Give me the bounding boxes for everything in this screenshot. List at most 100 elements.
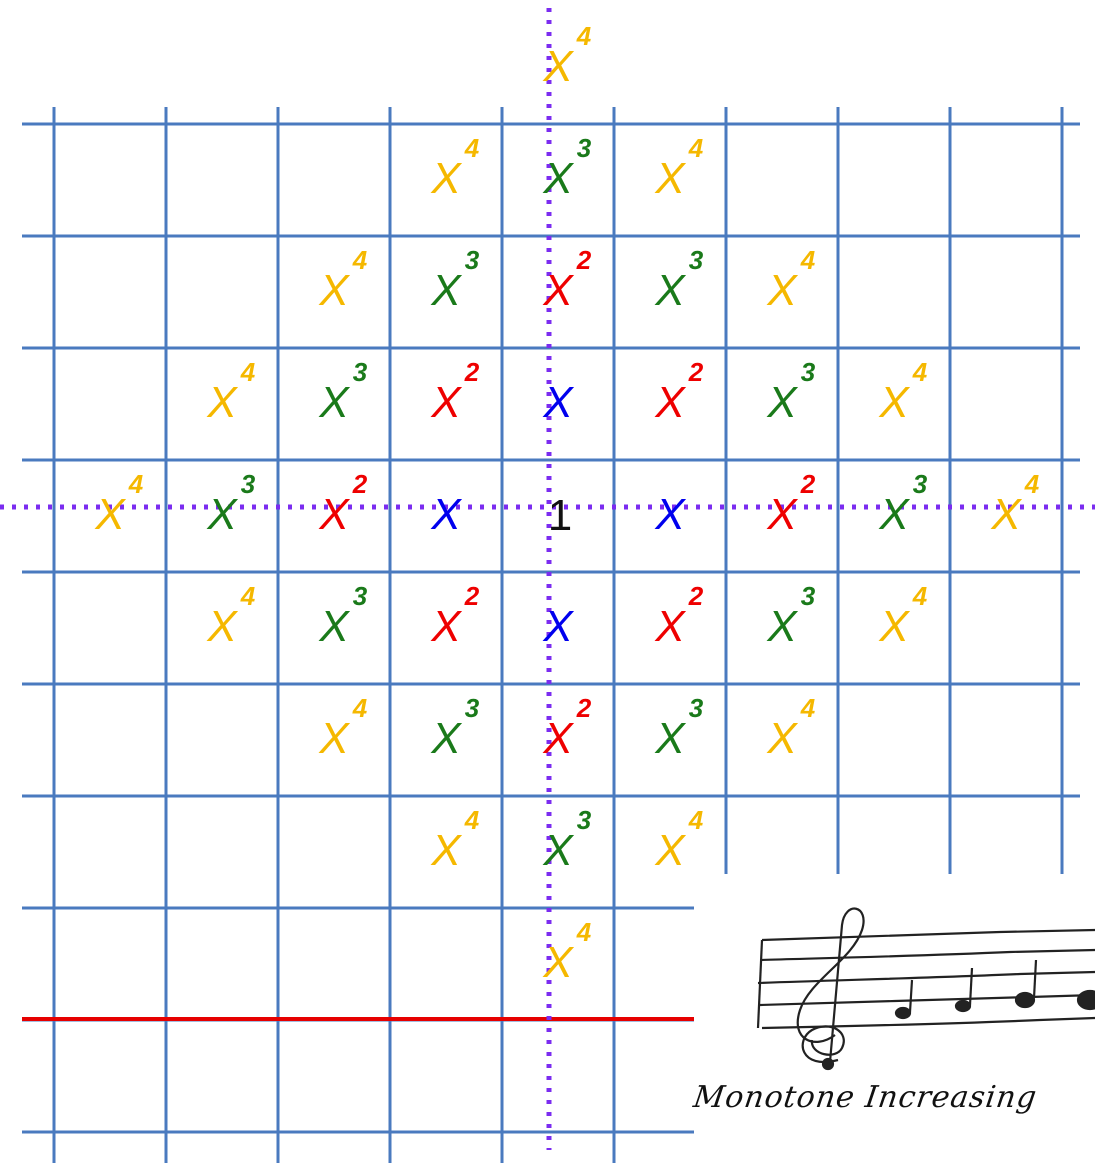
term-variable: X: [542, 938, 574, 987]
term-exponent: 4: [240, 581, 256, 611]
monomial-term: X: [542, 602, 574, 651]
monomial-term: X4: [990, 469, 1039, 539]
term-variable: X: [766, 266, 798, 315]
term-variable: X: [430, 490, 462, 539]
term-variable: X: [318, 602, 350, 651]
monomial-term: X3: [318, 357, 367, 427]
term-variable: X: [654, 490, 686, 539]
term-exponent: 4: [352, 693, 368, 723]
term-variable: X: [542, 154, 574, 203]
term-exponent: 2: [464, 357, 480, 387]
term-exponent: 3: [353, 357, 368, 387]
monomial-term: X4: [318, 693, 367, 763]
monomial-term: X3: [318, 581, 367, 651]
term-variable: X: [654, 266, 686, 315]
monomial-term: X3: [654, 693, 703, 763]
term-variable: X: [990, 490, 1022, 539]
monomial-term: X4: [766, 245, 815, 315]
monomial-term: X4: [206, 357, 255, 427]
term-variable: X: [542, 714, 574, 763]
term-variable: X: [430, 714, 462, 763]
term-variable: X: [654, 378, 686, 427]
monomial-term: X: [430, 490, 462, 539]
term-exponent: 4: [688, 805, 704, 835]
term-exponent: 3: [353, 581, 368, 611]
monomial-term: X4: [206, 581, 255, 651]
term-variable: X: [766, 602, 798, 651]
monomial-term: X4: [766, 693, 815, 763]
monomial-term: X2: [542, 693, 591, 763]
monomial-term: X2: [654, 581, 703, 651]
term-exponent: 4: [912, 581, 928, 611]
term-variable: X: [878, 602, 910, 651]
logo-caption: Monotone Increasing: [690, 1080, 1039, 1115]
monomial-term: X: [542, 378, 574, 427]
term-exponent: 2: [352, 469, 368, 499]
monomial-term: X2: [318, 469, 367, 539]
term-variable: X: [430, 378, 462, 427]
term-exponent: 3: [577, 133, 592, 163]
term-variable: X: [654, 602, 686, 651]
monomial-term: X4: [430, 805, 479, 875]
term-exponent: 3: [801, 581, 816, 611]
term-exponent: 4: [240, 357, 256, 387]
term-exponent: 4: [576, 21, 592, 51]
term-exponent: 2: [576, 693, 592, 723]
term-exponent: 4: [1024, 469, 1040, 499]
monomial-term: X3: [766, 581, 815, 651]
term-exponent: 3: [577, 805, 592, 835]
term-variable: X: [206, 602, 238, 651]
term-variable: X: [430, 266, 462, 315]
monomial-term: X2: [766, 469, 815, 539]
term-variable: X: [654, 154, 686, 203]
term-variable: X: [878, 378, 910, 427]
term-exponent: 4: [352, 245, 368, 275]
monomial-term: X3: [430, 693, 479, 763]
term-exponent: 4: [464, 805, 480, 835]
monomial-term: X3: [206, 469, 255, 539]
term-exponent: 4: [128, 469, 144, 499]
term-exponent: 2: [800, 469, 816, 499]
term-variable: X: [430, 154, 462, 203]
term-variable: X: [542, 378, 574, 427]
term-exponent: 3: [689, 693, 704, 723]
term-variable: X: [766, 714, 798, 763]
term-variable: X: [430, 826, 462, 875]
term-exponent: 3: [465, 245, 480, 275]
term-variable: X: [318, 266, 350, 315]
term-exponent: 4: [688, 133, 704, 163]
term-variable: X: [878, 490, 910, 539]
term-variable: X: [654, 714, 686, 763]
term-variable: X: [206, 378, 238, 427]
term-variable: X: [94, 490, 126, 539]
monomial-term: X2: [542, 245, 591, 315]
monomial-term: X3: [878, 469, 927, 539]
monomial-term: X4: [654, 133, 703, 203]
center-one-label: 1: [548, 491, 572, 540]
term-exponent: 4: [464, 133, 480, 163]
term-exponent: 4: [800, 245, 816, 275]
term-exponent: 3: [689, 245, 704, 275]
monomial-term: X4: [94, 469, 143, 539]
term-variable: X: [206, 490, 238, 539]
term-exponent: 2: [688, 581, 704, 611]
monomial-term: X2: [654, 357, 703, 427]
term-exponent: 3: [465, 693, 480, 723]
term-exponent: 2: [688, 357, 704, 387]
monomial-term: X3: [766, 357, 815, 427]
term-variable: X: [318, 714, 350, 763]
term-variable: X: [542, 826, 574, 875]
term-exponent: 4: [912, 357, 928, 387]
term-exponent: 4: [800, 693, 816, 723]
monomial-term: X4: [542, 21, 591, 91]
monotone-increasing-logo: Monotone Increasing: [690, 905, 1095, 1167]
term-exponent: 2: [464, 581, 480, 611]
term-variable: X: [318, 490, 350, 539]
monomial-term: X3: [654, 245, 703, 315]
term-variable: X: [766, 378, 798, 427]
term-exponent: 4: [576, 917, 592, 947]
term-variable: X: [766, 490, 798, 539]
monomial-term: X4: [878, 357, 927, 427]
term-exponent: 2: [576, 245, 592, 275]
